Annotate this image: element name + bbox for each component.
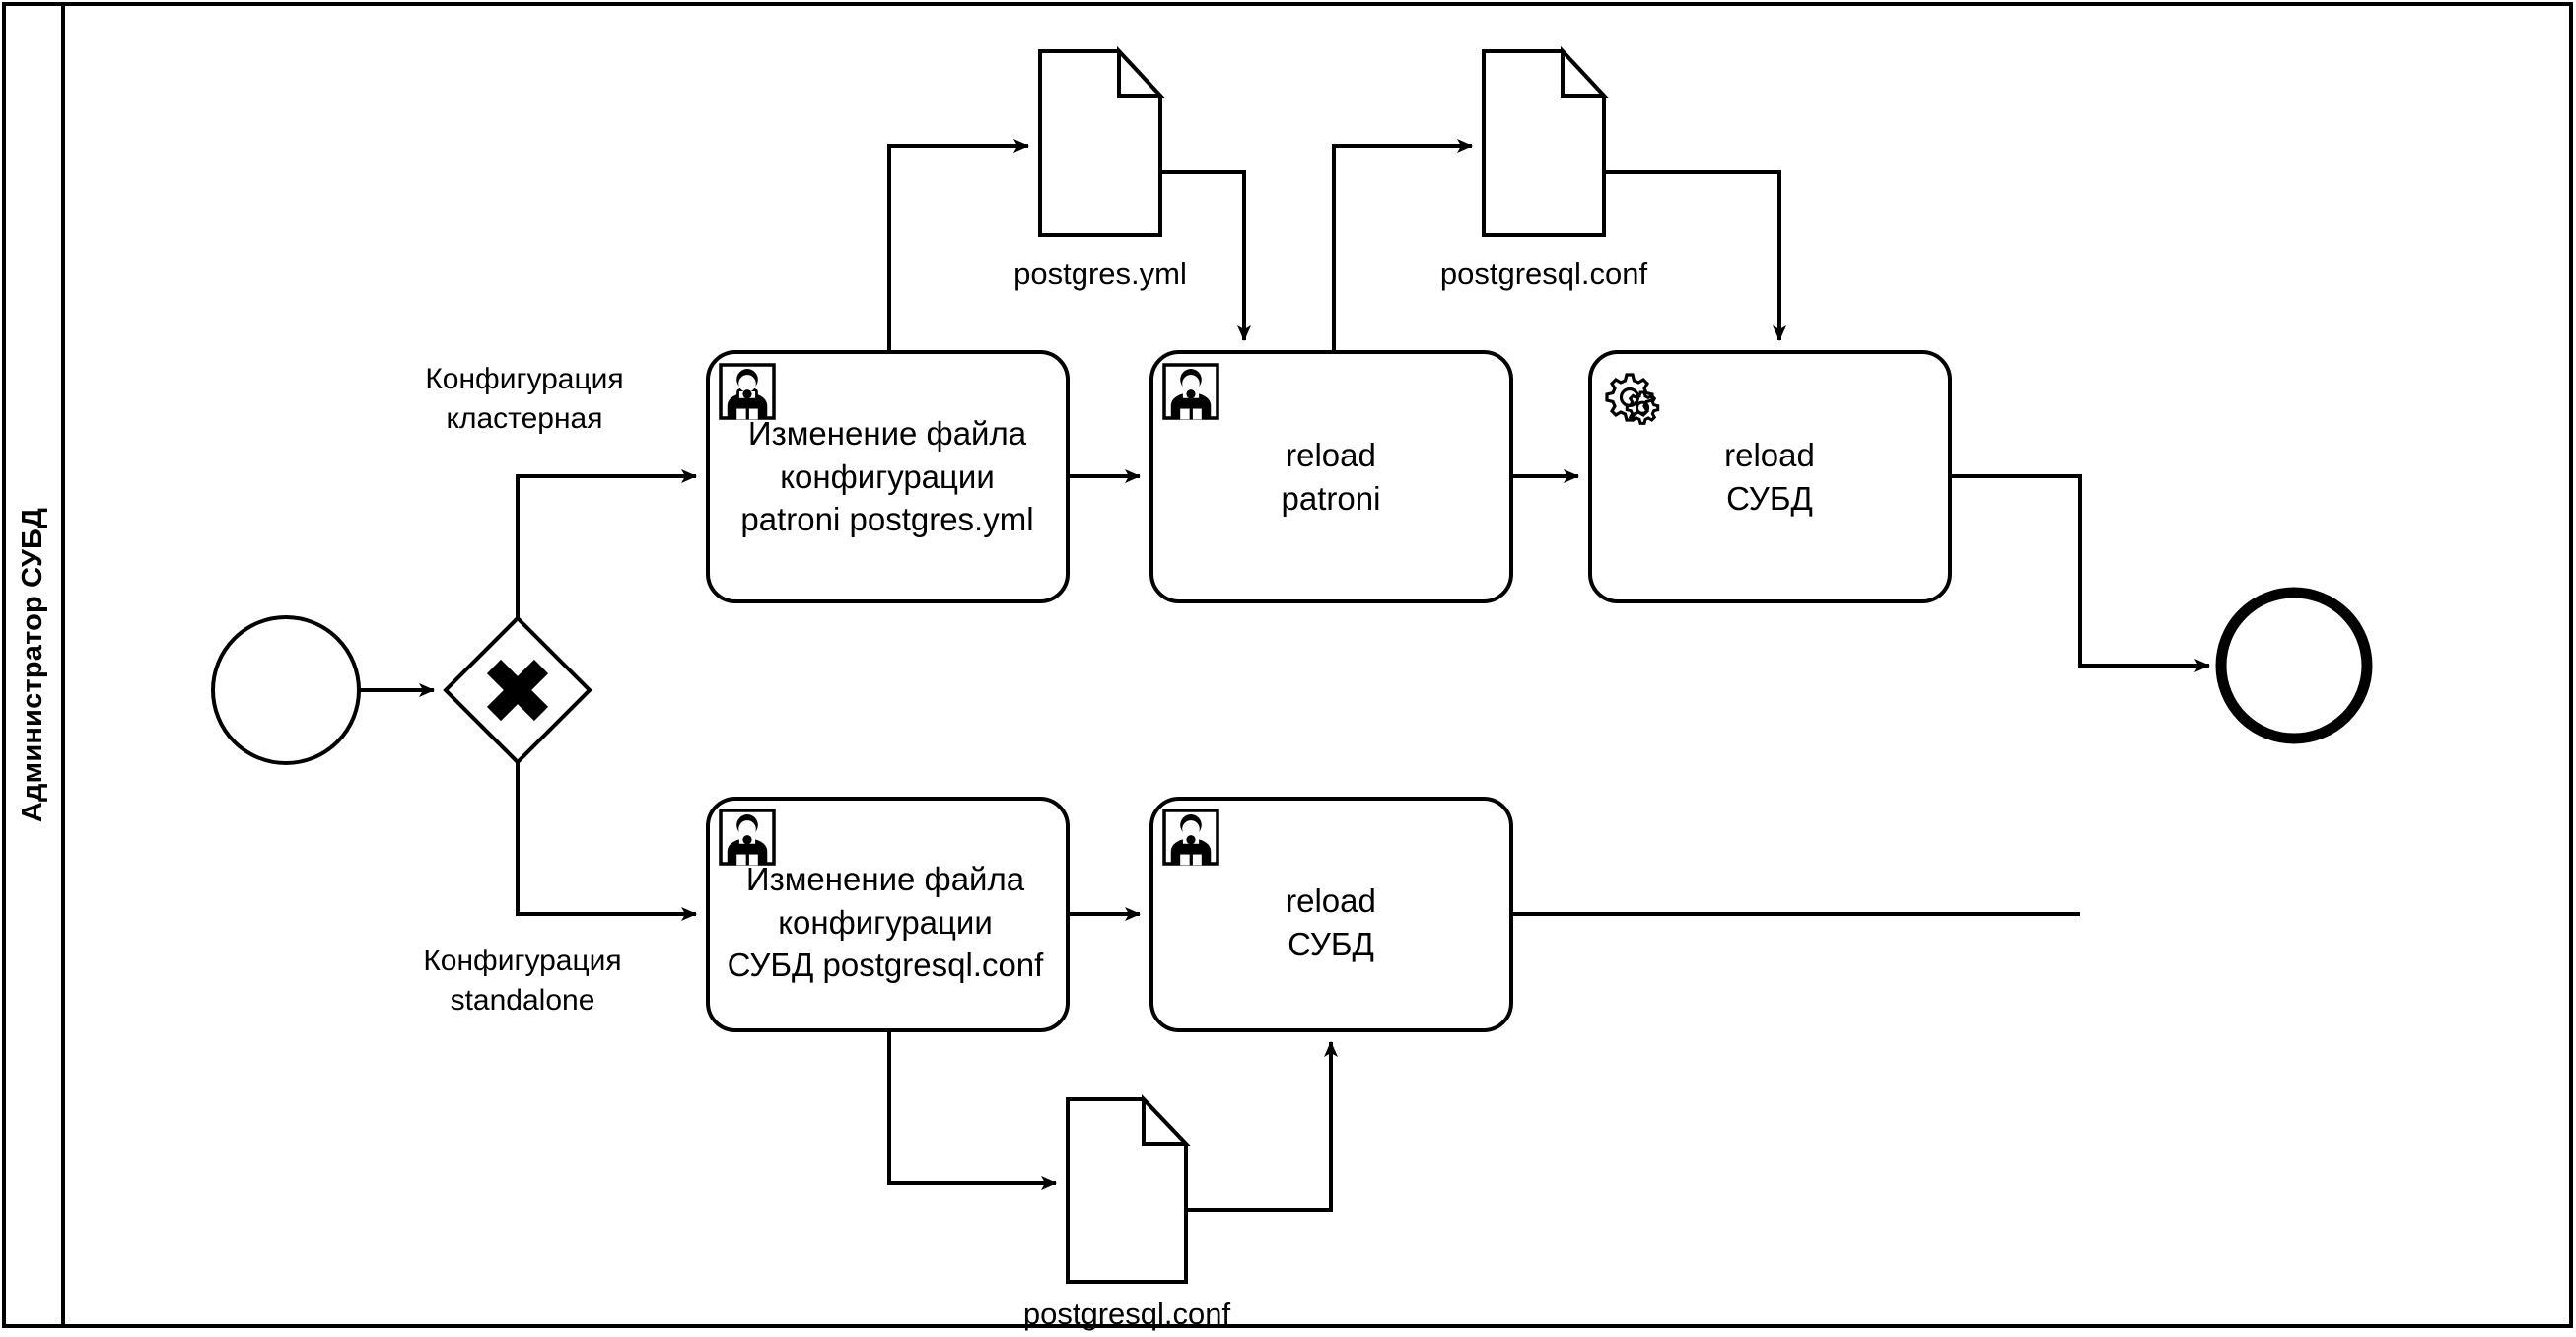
assoc-task4-to-postgresql-conf-bottom <box>887 1030 1057 1190</box>
user-icon <box>719 809 776 866</box>
user-icon <box>1162 809 1219 866</box>
lane-title-text: Администратор СУБД <box>17 507 49 823</box>
assoc-postgres-yml-to-task2 <box>1160 170 1251 341</box>
task-edit-patroni-config-box <box>706 350 1070 603</box>
user-icon <box>719 363 776 420</box>
flow-gateway-to-task4 <box>516 762 697 921</box>
task-reload-patroni-box <box>1149 350 1513 603</box>
data-postgresql-conf-bottom-shape <box>1066 1094 1191 1284</box>
assoc-task1-to-postgres-yml <box>887 139 1029 352</box>
flow-task3-to-end <box>1950 474 2210 672</box>
gear-icon <box>1605 373 1660 425</box>
end-event <box>2215 587 2373 744</box>
start-event <box>211 615 361 765</box>
assoc-task2-to-postgresql-conf <box>1332 139 1473 352</box>
task-edit-dbms-config-box <box>706 797 1070 1032</box>
assoc-postgresql-conf-bottom-to-task5 <box>1186 1041 1338 1212</box>
lane-title: Администратор СУБД <box>4 4 63 1326</box>
assoc-postgresql-conf-to-task3 <box>1604 170 1786 341</box>
data-postgres-yml-shape <box>1038 45 1165 237</box>
flow-gateway-to-task1 <box>516 469 697 618</box>
data-postgresql-conf-top-shape <box>1482 45 1609 237</box>
task-reload-dbms-standalone-box <box>1149 797 1513 1032</box>
user-icon <box>1162 363 1219 420</box>
exclusive-gateway <box>443 615 592 765</box>
